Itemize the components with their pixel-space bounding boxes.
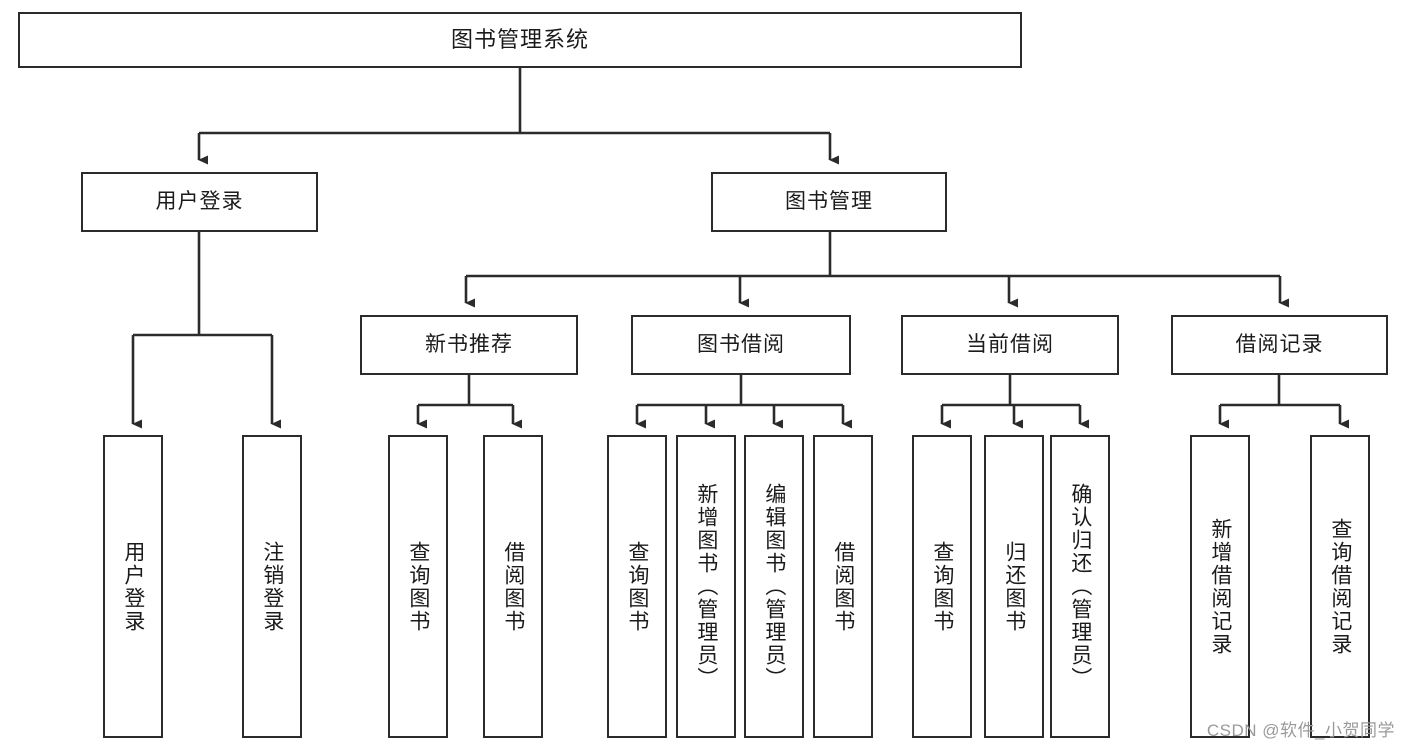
- node-label: 新增借阅记录: [1208, 517, 1232, 656]
- node-leaf-query-borrow-record[interactable]: 查询借阅记录: [1310, 435, 1370, 738]
- node-leaf-add-borrow-record[interactable]: 新增借阅记录: [1190, 435, 1250, 738]
- node-label: 用户登录: [155, 189, 244, 213]
- node-leaf-add-book-admin[interactable]: 新增图书（管理员）: [676, 435, 736, 738]
- node-label: 查询图书: [406, 540, 430, 633]
- node-leaf-logout-login[interactable]: 注销登录: [242, 435, 302, 738]
- node-borrow-record[interactable]: 借阅记录: [1171, 315, 1388, 375]
- watermark-text: CSDN @软件_小贺同学: [1206, 721, 1395, 740]
- node-label: 借阅记录: [1235, 332, 1324, 356]
- node-user-login[interactable]: 用户登录: [81, 172, 318, 232]
- node-label: 借阅图书: [831, 540, 855, 633]
- node-leaf-user-login[interactable]: 用户登录: [103, 435, 163, 738]
- node-leaf-edit-book-admin[interactable]: 编辑图书（管理员）: [744, 435, 804, 738]
- node-label: 图书管理: [785, 189, 873, 213]
- node-label: 注销登录: [260, 540, 284, 633]
- node-label: 编辑图书（管理员）: [762, 483, 786, 690]
- node-label: 新书推荐: [425, 332, 513, 356]
- node-label: 用户登录: [121, 540, 145, 633]
- node-label: 图书借阅: [697, 332, 785, 356]
- node-book-management-system[interactable]: 图书管理系统: [18, 12, 1022, 68]
- node-leaf-query-book-current[interactable]: 查询图书: [912, 435, 972, 738]
- node-label: 归还图书: [1002, 540, 1026, 633]
- node-label: 确认归还（管理员）: [1068, 483, 1092, 690]
- node-label: 查询图书: [625, 540, 649, 633]
- node-leaf-borrow-book[interactable]: 借阅图书: [813, 435, 873, 738]
- node-leaf-borrow-book-recommend[interactable]: 借阅图书: [483, 435, 543, 738]
- node-label: 查询借阅记录: [1328, 517, 1352, 656]
- node-label: 查询图书: [930, 540, 954, 633]
- node-current-borrow[interactable]: 当前借阅: [901, 315, 1119, 375]
- node-label: 图书管理系统: [450, 27, 589, 53]
- node-book-management[interactable]: 图书管理: [711, 172, 947, 232]
- node-label: 借阅图书: [501, 540, 525, 633]
- node-leaf-confirm-return-admin[interactable]: 确认归还（管理员）: [1050, 435, 1110, 738]
- node-label: 当前借阅: [966, 332, 1054, 356]
- node-leaf-return-book[interactable]: 归还图书: [984, 435, 1044, 738]
- node-label: 新增图书（管理员）: [694, 483, 718, 690]
- node-leaf-query-book-recommend[interactable]: 查询图书: [388, 435, 448, 738]
- node-book-borrow[interactable]: 图书借阅: [631, 315, 851, 375]
- node-new-book-recommend[interactable]: 新书推荐: [360, 315, 578, 375]
- node-leaf-query-book-borrow[interactable]: 查询图书: [607, 435, 667, 738]
